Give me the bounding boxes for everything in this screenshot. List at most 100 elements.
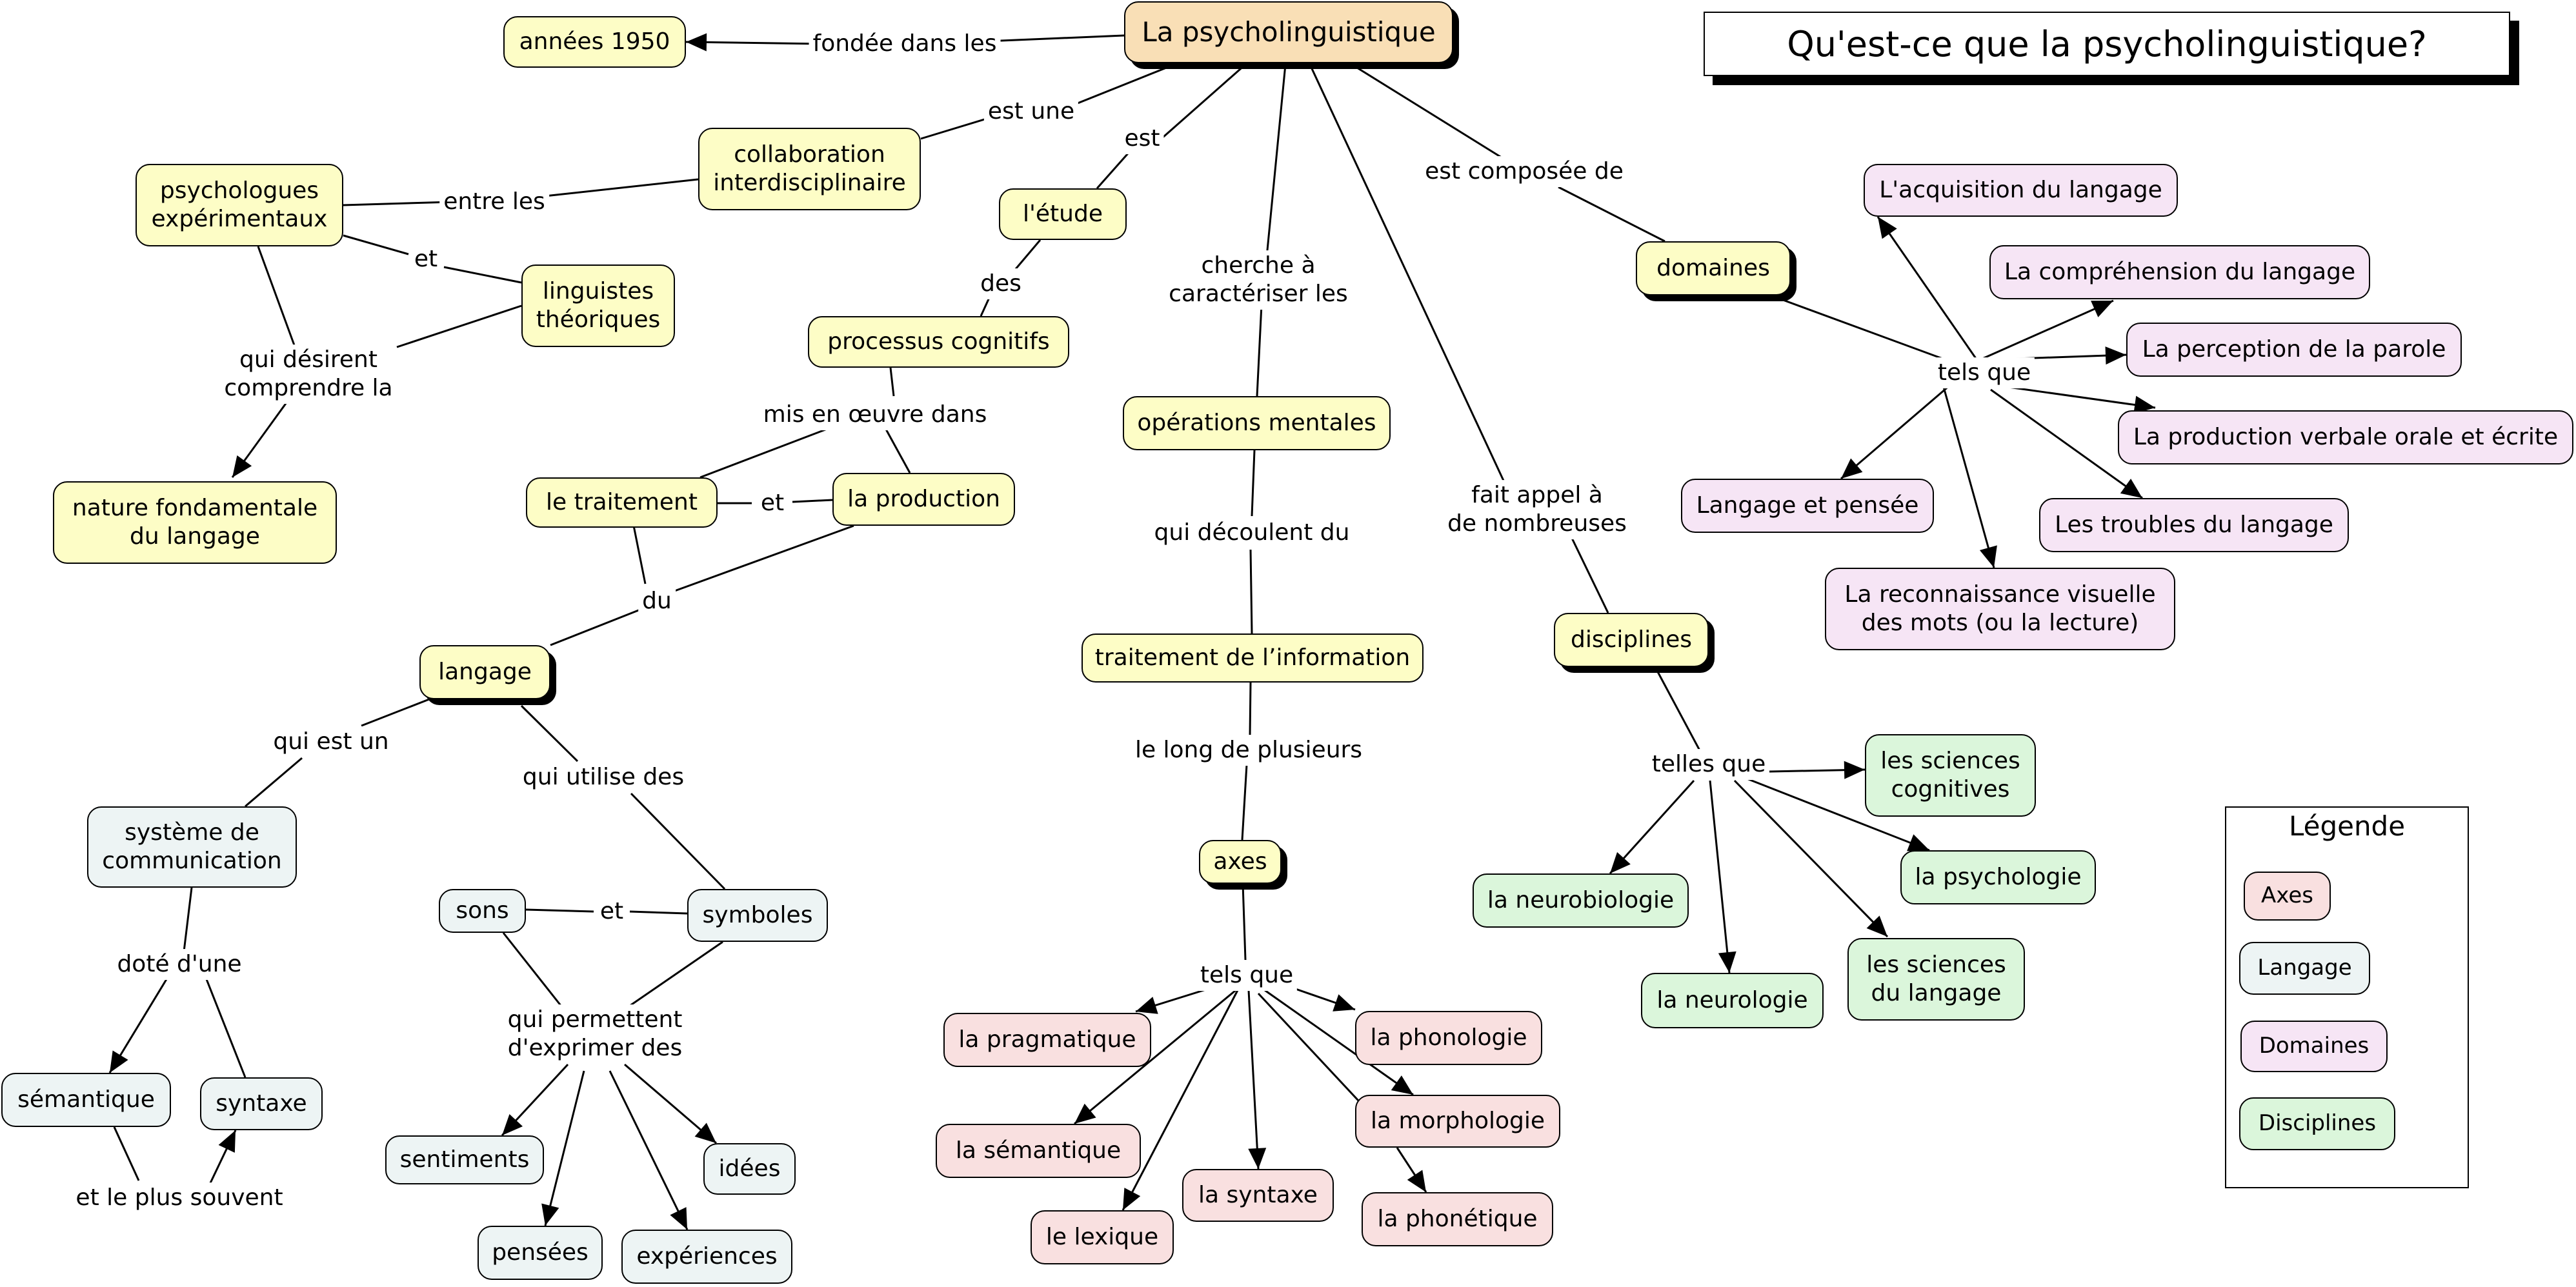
connector-line (1151, 63, 1246, 148)
node-sons: sons (439, 889, 526, 933)
legend-item-disciplines: Disciplines (2239, 1097, 2395, 1150)
connector-line (1990, 388, 2143, 499)
connector-line (361, 698, 430, 727)
node-reconnaissance: La reconnaissance visuelle des mots (ou … (1825, 568, 2175, 650)
link-label-cherche: cherche à caractériser les (1165, 250, 1352, 310)
link-label-et-sons: et (596, 896, 628, 927)
node-traitement: le traitement (526, 477, 718, 528)
connector-line (1709, 780, 1731, 973)
connector-line (502, 932, 568, 1013)
connector-line (544, 1070, 585, 1226)
connector-line (205, 979, 247, 1078)
connector-line (1982, 299, 2114, 360)
link-label-dote: doté d'une (113, 949, 246, 980)
node-langage: langage (419, 645, 550, 699)
arrowhead-icon (1136, 997, 1158, 1014)
node-semantique-lang: sémantique (1, 1073, 171, 1127)
arrowhead-icon (694, 1122, 716, 1143)
link-label-fait-appel: fait appel à de nombreuses (1444, 480, 1631, 539)
node-collaboration: collaboration interdisciplinaire (698, 128, 921, 210)
connector-line (883, 425, 911, 474)
link-label-qui-utilise: qui utilise des (518, 762, 689, 793)
link-label-et-psy: et (410, 244, 442, 275)
node-production-verbale: La production verbale orale et écrite (2118, 410, 2573, 464)
arrowhead-icon (1907, 834, 1929, 852)
node-production: la production (832, 473, 1015, 526)
connector-line (1558, 186, 1665, 243)
connector-line (1256, 304, 1263, 397)
node-linguistes: linguistes théoriques (521, 264, 675, 347)
node-morphologie: la morphologie (1355, 1095, 1560, 1148)
connector-line (1743, 776, 1930, 852)
arrowhead-icon (232, 455, 252, 477)
node-psychologues: psychologues expérimentaux (136, 164, 343, 246)
connector-line (792, 499, 833, 503)
arrowhead-icon (1123, 1188, 1141, 1210)
node-sciences-langage: les sciences du langage (1847, 938, 2025, 1021)
node-pragmatique: la pragmatique (943, 1013, 1151, 1067)
connector-line (257, 246, 296, 346)
connector-line (1249, 549, 1253, 634)
connector-line (985, 34, 1125, 43)
node-idees: idées (703, 1143, 796, 1195)
node-acquisition: L'acquisition du langage (1864, 164, 2178, 217)
connector-line (619, 941, 723, 1014)
connector-line (343, 201, 452, 206)
connector-line (1265, 64, 1287, 257)
link-label-du: du (638, 586, 676, 617)
node-neurobiologie: la neurobiologie (1473, 873, 1689, 928)
connector-line (1998, 384, 2156, 409)
node-troubles: Les troubles du langage (2039, 498, 2349, 552)
legend-title: Légende (2288, 810, 2406, 842)
connector-line (1249, 682, 1252, 736)
map-title: Qu'est-ce que la psycholinguistique? (1704, 12, 2510, 76)
link-label-et-trait: et (756, 488, 789, 519)
arrowhead-icon (1248, 1148, 1267, 1169)
node-processus: processus cognitifs (808, 316, 1069, 368)
connector-line (1242, 883, 1247, 961)
node-psychologie: la psychologie (1900, 850, 2096, 904)
legend-item-axes: Axes (2244, 872, 2331, 921)
arrowhead-icon (1866, 915, 1887, 937)
link-label-et-plus-souvent: et le plus souvent (72, 1182, 287, 1213)
arrowhead-icon (110, 1050, 128, 1073)
connector-line (1011, 239, 1041, 274)
connector-line (443, 266, 522, 284)
node-annees-1950: années 1950 (503, 16, 686, 68)
connector-line (520, 704, 579, 763)
connector-line (113, 1126, 140, 1181)
connector-line (1840, 384, 1951, 480)
link-label-qui-est-un: qui est un (269, 726, 393, 757)
node-disciplines: disciplines (1554, 613, 1709, 667)
connector-line (396, 304, 522, 348)
node-comprehension: La compréhension du langage (1989, 245, 2370, 299)
connector-line (1351, 63, 1504, 160)
node-systeme: système de communication (87, 806, 297, 888)
link-label-le-long: le long de plusieurs (1131, 735, 1367, 766)
legend-item-domaines: Domaines (2240, 1021, 2388, 1072)
connector-line (1257, 992, 1360, 1102)
link-label-est: est (1120, 123, 1164, 154)
connector-line (1251, 450, 1256, 517)
arrowhead-icon (686, 33, 707, 52)
connector-line (1733, 779, 1889, 938)
node-pensees: pensées (478, 1226, 603, 1280)
connector-line (343, 234, 409, 255)
node-phonologie: la phonologie (1355, 1011, 1542, 1065)
node-nature: nature fondamentale du langage (53, 481, 337, 564)
node-operations: opérations mentales (1123, 396, 1391, 450)
node-symboles: symboles (687, 889, 828, 942)
connector-line (609, 1070, 689, 1230)
arrowhead-icon (1718, 951, 1736, 973)
arrowhead-icon (218, 1130, 236, 1153)
connector-line (538, 178, 699, 198)
link-label-mis-en-oeuvre: mis en œuvre dans (759, 399, 991, 430)
connector-line (1096, 148, 1134, 189)
node-psycholinguistique: La psycholinguistique (1124, 1, 1453, 63)
connector-line (632, 525, 647, 584)
connector-line (1942, 386, 1995, 568)
link-label-entre-les: entre les (439, 186, 549, 217)
connector-line (245, 757, 303, 808)
connector-line (550, 608, 641, 646)
